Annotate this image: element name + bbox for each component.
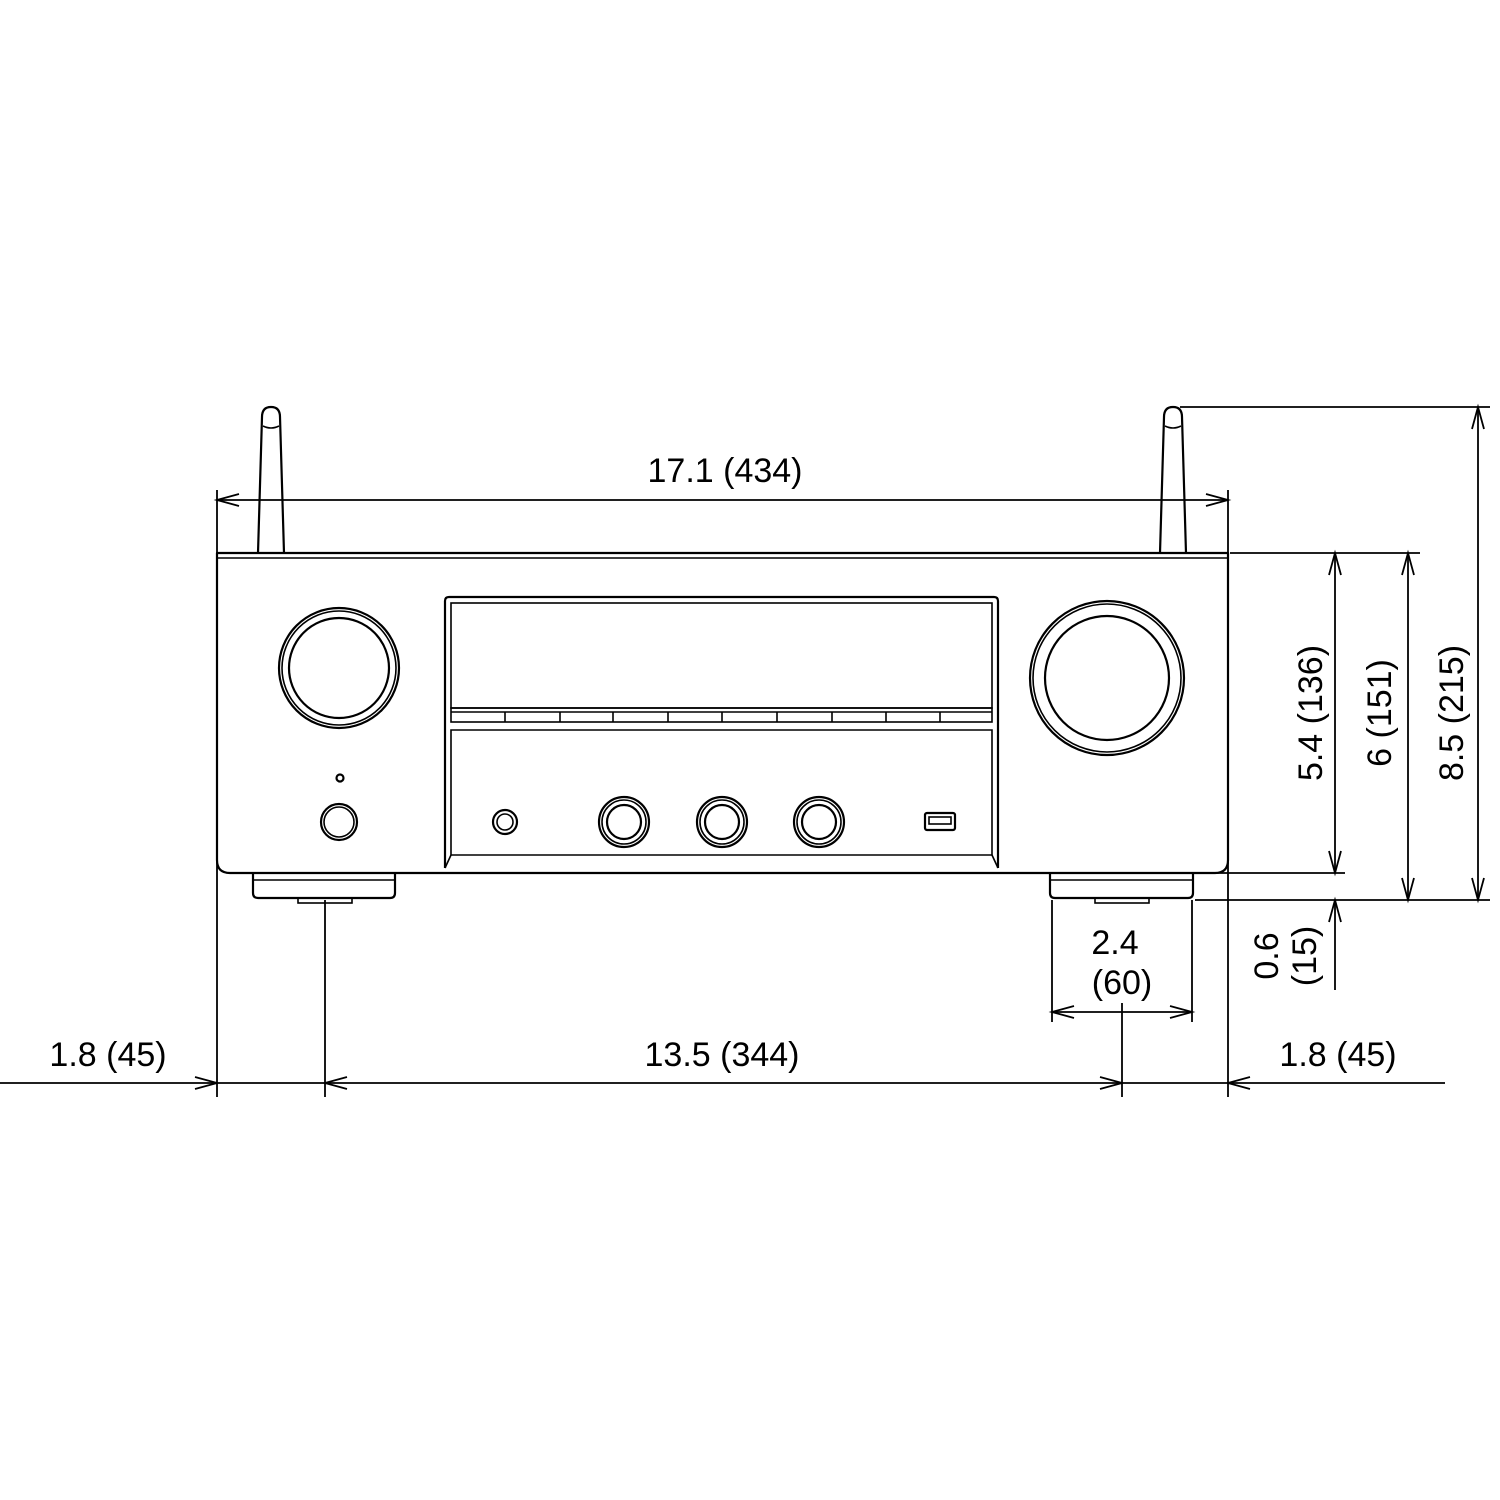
right-foot (1048, 873, 1195, 904)
tone-knob-3 (792, 795, 846, 849)
tone-knob-1 (597, 795, 651, 849)
foot-spacing-dimension (0, 1076, 1445, 1090)
foot-spacing-label: 13.5 (344) (645, 1036, 800, 1074)
power-indicator (335, 773, 345, 783)
foot-width-dimension (1048, 1005, 1196, 1019)
body-height-label: 5.4 (136) (1292, 645, 1330, 781)
foot-height-dimension (1328, 896, 1342, 990)
overall-width-label: 17.1 (434) (648, 452, 803, 490)
dimension-labels: 17.1 (434) 5.4 (136) 6 (151) 8.5 (215) 0… (49, 452, 1471, 1074)
left-foot (251, 873, 397, 904)
dimension-lines (0, 403, 1490, 1097)
right-offset-label: 1.8 (45) (1279, 1036, 1396, 1074)
power-button (319, 802, 359, 842)
tone-knob-2 (695, 795, 749, 849)
headphone-jack (491, 808, 519, 836)
foot-height-label-mm: (15) (1286, 926, 1324, 986)
foot-height-label-inch: 0.6 (1248, 932, 1286, 979)
overall-width-dimension (213, 493, 1232, 507)
height-with-feet-dimension (1401, 549, 1415, 904)
button-row (504, 712, 941, 722)
left-antenna (256, 405, 286, 554)
height-with-antennas-label: 8.5 (215) (1433, 645, 1471, 781)
display-panel (443, 595, 1000, 869)
body-height-dimension (1328, 549, 1342, 877)
foot-width-label-inch: 2.4 (1091, 924, 1138, 962)
height-with-antennas-dimension (1471, 403, 1485, 904)
left-offset-label: 1.8 (45) (49, 1036, 166, 1074)
height-with-feet-label: 6 (151) (1361, 659, 1399, 767)
usb-port (923, 811, 957, 832)
input-selector-knob (277, 606, 401, 730)
volume-knob (1028, 599, 1186, 757)
right-antenna (1158, 405, 1188, 554)
foot-width-label-mm: (60) (1092, 964, 1152, 1002)
